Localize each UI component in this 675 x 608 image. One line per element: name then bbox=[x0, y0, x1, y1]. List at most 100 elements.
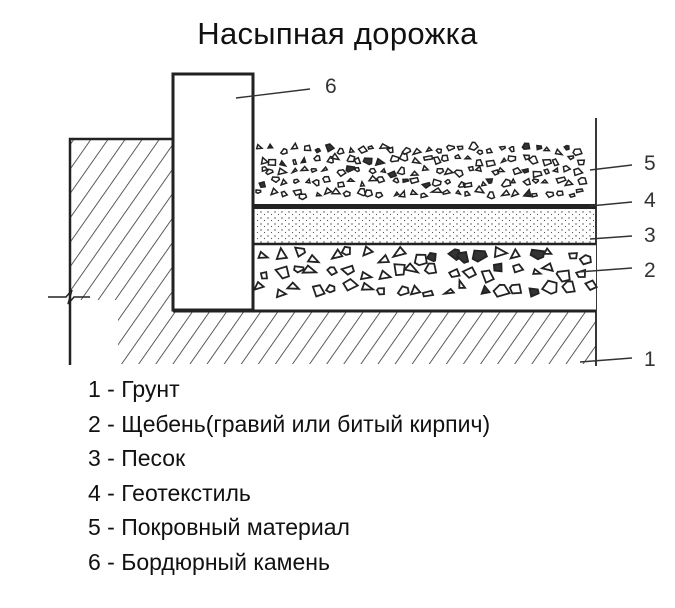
stone bbox=[356, 188, 367, 197]
stone bbox=[480, 284, 492, 295]
stone bbox=[409, 170, 420, 177]
diagram-title: Насыпная дорожка bbox=[197, 16, 478, 51]
stone bbox=[555, 176, 567, 185]
stone bbox=[255, 143, 264, 150]
stone bbox=[330, 187, 342, 195]
stone bbox=[566, 155, 575, 161]
stone bbox=[374, 157, 387, 167]
callout-6: 6 bbox=[325, 75, 337, 98]
callout-4: 4 bbox=[644, 189, 656, 212]
stone bbox=[531, 178, 540, 185]
stone bbox=[510, 188, 520, 198]
stone bbox=[572, 148, 583, 157]
stone bbox=[324, 143, 336, 153]
stone bbox=[396, 285, 410, 297]
stone bbox=[289, 141, 299, 150]
stone bbox=[403, 262, 421, 274]
stone bbox=[522, 154, 531, 161]
stone bbox=[541, 158, 553, 167]
stone bbox=[532, 170, 543, 179]
stone bbox=[293, 265, 305, 274]
stone bbox=[431, 178, 442, 187]
stone bbox=[454, 153, 462, 160]
stone bbox=[443, 178, 452, 185]
stone bbox=[420, 181, 432, 189]
legend-item-3: 3 - Песок bbox=[88, 445, 186, 471]
stone bbox=[409, 283, 422, 296]
stone bbox=[508, 145, 515, 153]
stone bbox=[486, 191, 496, 200]
stone bbox=[463, 155, 473, 160]
stone bbox=[456, 145, 464, 151]
stone bbox=[542, 146, 551, 152]
stone bbox=[542, 168, 551, 175]
stone bbox=[576, 159, 586, 166]
stone bbox=[475, 158, 484, 167]
stone bbox=[326, 266, 339, 277]
ground-layer bbox=[48, 118, 597, 366]
stone bbox=[509, 177, 517, 184]
stone bbox=[367, 174, 380, 182]
stone bbox=[522, 188, 532, 198]
legend-item-6: 6 - Бордюрный камень bbox=[88, 548, 330, 575]
stone bbox=[260, 156, 270, 166]
stone bbox=[292, 188, 303, 197]
stone bbox=[496, 166, 506, 173]
stone bbox=[512, 166, 523, 176]
stone bbox=[402, 178, 410, 184]
stone bbox=[540, 178, 549, 184]
stone bbox=[499, 188, 511, 197]
stone bbox=[292, 178, 301, 185]
stone bbox=[379, 167, 387, 174]
stone bbox=[277, 167, 289, 176]
stone bbox=[398, 152, 409, 162]
stone bbox=[508, 247, 522, 260]
stone bbox=[425, 252, 437, 263]
stone bbox=[270, 176, 281, 184]
stone bbox=[578, 254, 592, 266]
stone bbox=[292, 158, 298, 166]
stone bbox=[485, 178, 494, 185]
stone bbox=[554, 147, 564, 156]
stone bbox=[367, 144, 375, 150]
legend-item-5: 5 - Покровный материал bbox=[88, 514, 350, 540]
stone bbox=[453, 169, 464, 178]
callout-2: 2 bbox=[644, 259, 656, 282]
stone bbox=[393, 190, 401, 198]
stone bbox=[324, 283, 336, 294]
stone bbox=[396, 166, 406, 176]
stone bbox=[522, 177, 532, 186]
stone bbox=[330, 152, 341, 161]
stone bbox=[440, 154, 449, 163]
stone bbox=[492, 262, 503, 273]
stone bbox=[520, 167, 530, 174]
stone bbox=[330, 247, 344, 260]
stone bbox=[299, 165, 310, 172]
stone bbox=[290, 167, 299, 175]
stone bbox=[375, 287, 385, 296]
stone bbox=[306, 253, 321, 264]
stone bbox=[575, 188, 584, 194]
stone bbox=[468, 141, 480, 151]
stone bbox=[303, 144, 312, 152]
gravel-layer bbox=[252, 244, 599, 311]
stone bbox=[293, 246, 307, 258]
stone bbox=[536, 144, 543, 151]
stone bbox=[493, 245, 510, 259]
stone bbox=[551, 166, 559, 173]
stone bbox=[315, 191, 323, 197]
callout-3: 3 bbox=[644, 224, 656, 247]
stone bbox=[389, 154, 400, 163]
stone bbox=[473, 184, 486, 194]
stone bbox=[376, 253, 391, 264]
stone bbox=[485, 147, 494, 154]
leader-lines bbox=[235, 88, 633, 363]
stone bbox=[314, 147, 322, 154]
stone bbox=[257, 250, 271, 259]
stone bbox=[266, 142, 274, 149]
stone bbox=[304, 177, 311, 184]
stone bbox=[528, 287, 540, 298]
stone bbox=[342, 277, 360, 292]
stone bbox=[563, 144, 570, 151]
stone bbox=[462, 181, 473, 189]
